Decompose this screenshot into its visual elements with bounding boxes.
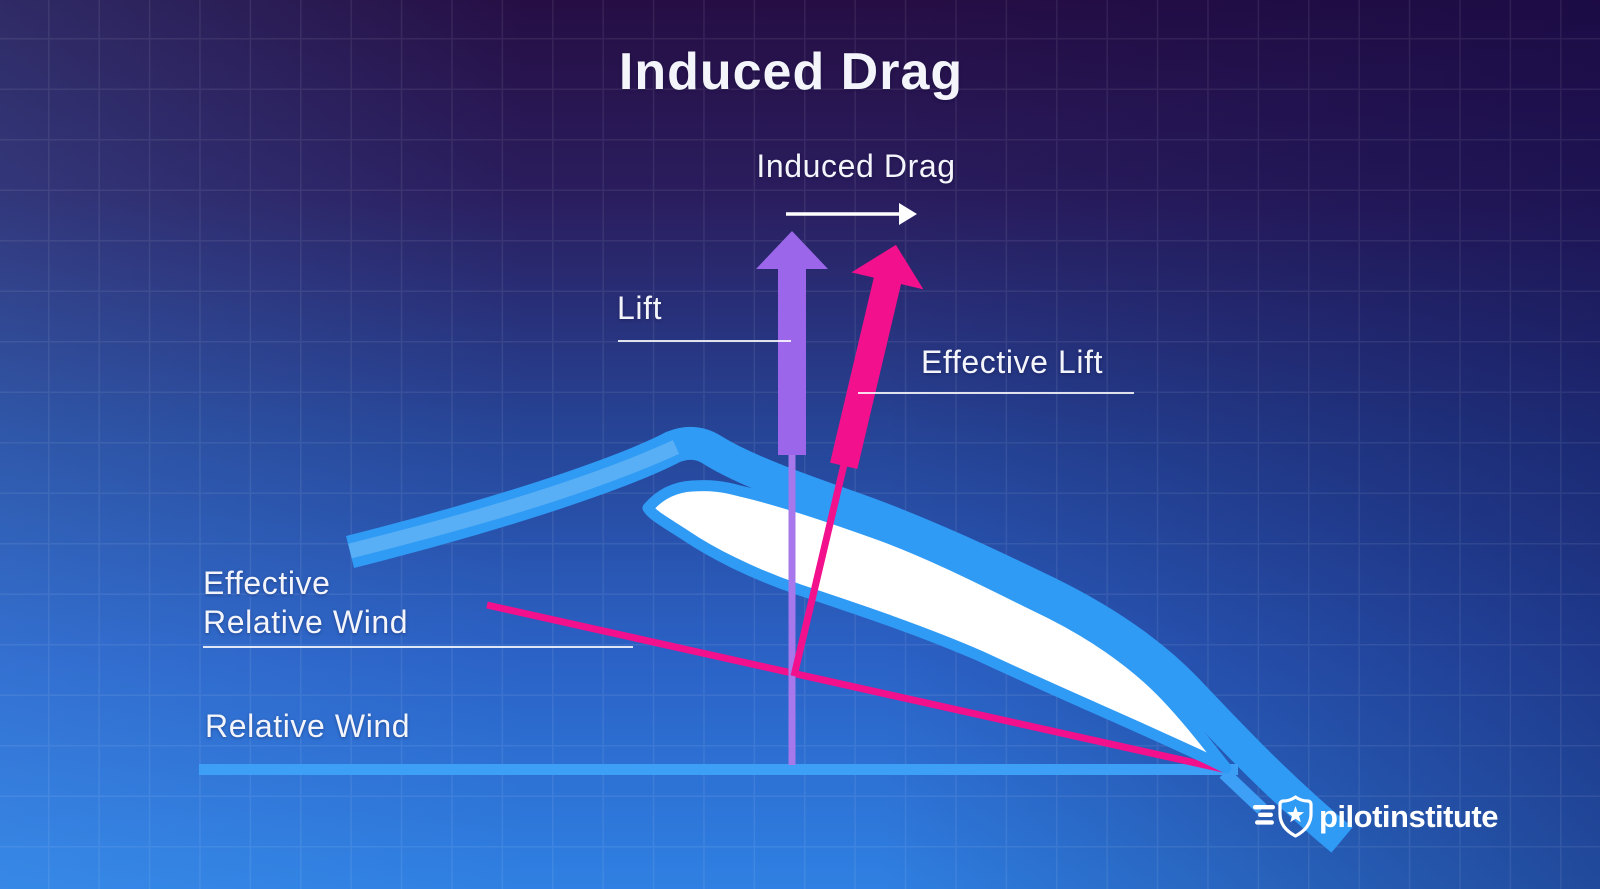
induced-drag-arrow	[786, 203, 917, 225]
lift-label: Lift	[617, 290, 663, 326]
effective-relative-wind-line	[486, 601, 1228, 774]
lift-arrow-shaft	[778, 267, 806, 455]
effective-lift-arrowhead	[851, 244, 924, 290]
pilotinstitute-shield-star-wings-icon	[1253, 795, 1313, 838]
lift-arrowhead	[756, 231, 828, 269]
effective-lift-label: Effective Lift	[921, 344, 1104, 380]
pilotinstitute-logo: pilotinstitute	[1251, 793, 1498, 841]
induced-drag-label: Induced Drag	[756, 148, 956, 184]
induced-drag-arrowhead	[899, 203, 917, 225]
lift-arrow	[756, 231, 828, 765]
effective-lift-arrow-shaft	[830, 275, 902, 470]
pilotinstitute-logo-text: pilotinstitute	[1319, 799, 1498, 834]
effective-lift-arrow-line	[790, 460, 849, 677]
streamline-band-inner-stripe	[348, 440, 680, 559]
relative-wind-label: Relative Wind	[205, 708, 411, 744]
effective-relative-wind-label: Effective Relative Wind	[203, 564, 408, 642]
streamline-band	[345, 426, 1353, 853]
trailing-edge-stub	[1219, 768, 1267, 814]
effective-lift-arrow	[790, 244, 924, 677]
page-title: Induced Drag	[618, 43, 964, 101]
effective-relative-wind-label-line1: Effective	[203, 565, 331, 601]
relative-wind-line	[199, 764, 1238, 775]
effective-relative-wind-label-line2: Relative Wind	[203, 604, 409, 640]
